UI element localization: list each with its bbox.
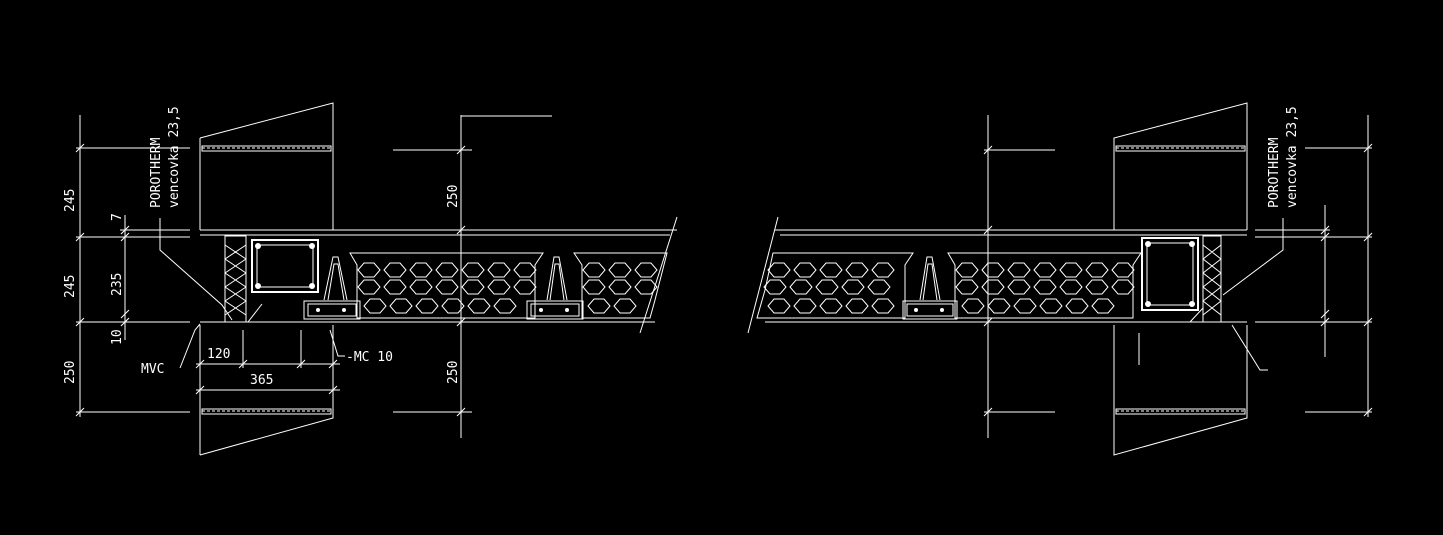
left-vencovka-label: vencovka 23,5	[167, 106, 182, 208]
dim-250-upper: 250	[446, 185, 461, 208]
left-dimension-lines	[75, 115, 552, 438]
upper-wall-outline	[199, 102, 334, 230]
dim-365: 365	[250, 373, 273, 388]
dim-7: 7	[110, 213, 125, 221]
dim-120: 120	[207, 347, 230, 362]
right-ring-beam	[1141, 237, 1199, 311]
left-section-detail: POROTHERM vencovka 23,5 245 7 245 235 10…	[63, 102, 678, 456]
precast-beam-2	[526, 256, 584, 320]
ceramic-filler-block-1	[349, 252, 544, 319]
insulation-block	[224, 235, 247, 323]
right-ceramic-filler-block-2	[947, 252, 1142, 319]
dim-245-mid: 245	[63, 275, 78, 298]
ceramic-filler-block-2	[573, 252, 668, 319]
right-precast-beam	[902, 256, 958, 320]
dim-10: 10	[110, 329, 125, 345]
right-porotherm-label: POROTHERM	[1267, 137, 1282, 208]
right-dimension-lines	[983, 115, 1373, 438]
right-insulation-block	[1202, 235, 1222, 323]
lower-wall-hatch-band	[201, 408, 332, 415]
right-break-line	[747, 216, 779, 334]
precast-beam-1	[303, 256, 361, 320]
right-vencovka-label: vencovka 23,5	[1285, 106, 1300, 208]
dim-250-lower: 250	[446, 361, 461, 384]
dim-245-top: 245	[63, 189, 78, 212]
dim-250-bottom: 250	[63, 361, 78, 384]
right-lower-wall-outline	[1113, 325, 1248, 456]
left-break-line	[639, 216, 678, 334]
left-porotherm-label: POROTHERM	[149, 137, 164, 208]
right-section-detail: POROTHERM vencovka 23,5	[747, 102, 1373, 456]
right-ceramic-filler-block-1	[756, 252, 914, 319]
dim-235: 235	[110, 273, 125, 296]
right-upper-wall-outline	[1113, 102, 1248, 230]
mc10-label: -MC 10	[346, 350, 393, 365]
upper-wall-hatch-band	[201, 145, 332, 152]
ring-beam-reinforcement	[251, 239, 319, 293]
mvc-label: MVC	[141, 362, 164, 377]
